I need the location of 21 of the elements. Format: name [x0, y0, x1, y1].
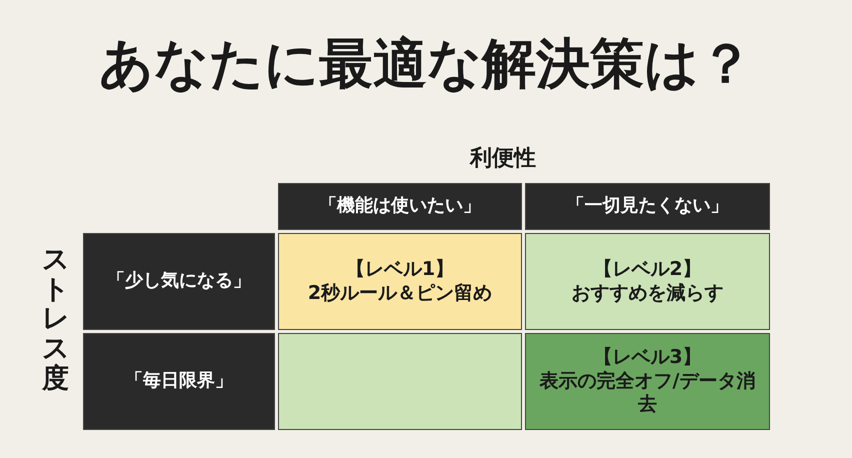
column-header: [525, 183, 770, 230]
header-text: 「毎日限界」: [125, 370, 233, 393]
axis-label: ストレス度: [42, 245, 69, 394]
title: あなたに最適な解決策は？: [98, 31, 754, 97]
header-text: 「一切見たくない」: [566, 195, 728, 218]
solution-text: 2秒ルール＆ピン留め: [308, 282, 492, 306]
level-heading: 【レベル2】: [593, 258, 702, 282]
solution-cell: [525, 333, 770, 430]
blank-cell: [278, 333, 522, 430]
header-text: 「機能は使いたい」: [319, 195, 481, 218]
row-header: [83, 233, 275, 330]
level-heading: 【レベル1】: [346, 258, 454, 282]
row-header: [83, 333, 275, 430]
solution-text: おすすめを減らす: [572, 282, 724, 306]
header-text: 「少し気になる」: [107, 270, 251, 293]
solution-text: 表示の完全オフ/データ消去: [538, 370, 756, 418]
column-header: [278, 183, 522, 230]
level-heading: 【レベル3】: [593, 346, 702, 370]
axis-label: 利便性: [470, 145, 536, 173]
solution-cell: [525, 233, 770, 330]
solution-cell: [278, 233, 522, 330]
